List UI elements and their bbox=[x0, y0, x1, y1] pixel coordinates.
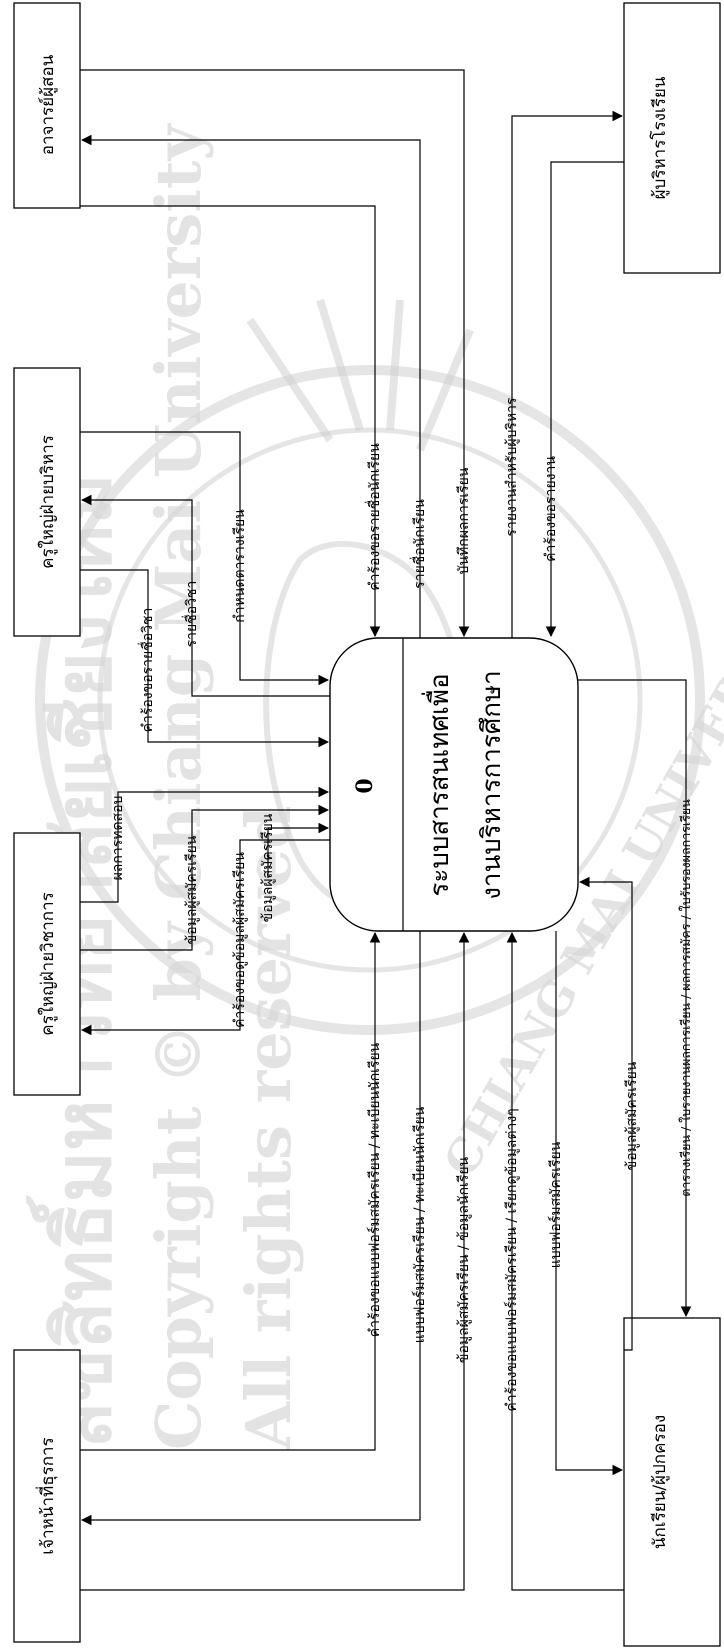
flow-advisor-request: คำร้องขอรายชื่อนักเรียน bbox=[80, 205, 383, 638]
watermark-rights: All rights reserved bbox=[232, 805, 305, 1451]
svg-text:ข้อมูลผู้สมัครเรียน / ข้อมูลนั: ข้อมูลผู้สมัครเรียน / ข้อมูลนักเรียน bbox=[456, 1156, 472, 1363]
svg-text:ข้อมูลผู้สมัครเรียน: ข้อมูลผู้สมัครเรียน bbox=[260, 813, 276, 922]
flow-tc-subjects: รายชื่อวิชา bbox=[80, 494, 330, 697]
svg-text:คำร้องขอรายงาน: คำร้องขอรายงาน bbox=[543, 456, 559, 562]
svg-text:คำร้องขอดูข้อมูลผู้สมัครเรียน: คำร้องขอดูข้อมูลผู้สมัครเรียน bbox=[232, 852, 248, 1028]
flow-te-exam: ผลการทดสอบ bbox=[80, 786, 330, 903]
process-number: 0 bbox=[352, 778, 378, 793]
process-0: 0 ระบบสารสนเทศเพื่อ งานบริหารการศึกษา bbox=[329, 637, 579, 932]
flow-staff-form: แบบฟอร์มสมัครเรียน / ทะเบียนนักเรียน bbox=[80, 931, 428, 1526]
flow-admin-report: รายงานสำหรับผู้บริหาร bbox=[504, 110, 624, 638]
entity-admin: ผู้บริหารโรงเรียน bbox=[623, 2, 721, 274]
flow-stu-request: คำร้องขอแบบฟอร์มสมัครเรียน / เรียกดูข้อม… bbox=[503, 931, 624, 1591]
flow-te-appinfo2: ข้อมูลผู้สมัครเรียน bbox=[260, 813, 330, 922]
svg-text:กำหนดตารางเรียน: กำหนดตารางเรียน bbox=[232, 509, 248, 623]
svg-text:ตารางเรียน / ใบรายงานผลการเรีย: ตารางเรียน / ใบรายงานผลการเรียน / ผลการส… bbox=[678, 799, 693, 1197]
entity-advisor-label: อาจารย์ผู้สอน bbox=[38, 54, 58, 155]
svg-text:รายงานสำหรับผู้บริหาร: รายงานสำหรับผู้บริหาร bbox=[504, 397, 520, 537]
svg-text:คำร้องขอรายชื่อนักเรียน: คำร้องขอรายชื่อนักเรียน bbox=[365, 443, 383, 591]
entity-teacher-course-label: ครูใหญ่ฝ่ายบริหาร bbox=[37, 435, 58, 569]
entity-student-label: นักเรียน/ผู้ปกครอง bbox=[650, 1415, 670, 1549]
flow-stu-form: แบบฟอร์มสมัครเรียน bbox=[547, 931, 624, 1476]
svg-text:คำร้องขอรายชื่อวิชา: คำร้องขอรายชื่อวิชา bbox=[138, 608, 156, 733]
entity-teacher-exam-label: ครูใหญ่ฝ่ายวิชาการ bbox=[37, 892, 58, 1036]
process-title-line2: งานบริหารการศึกษา bbox=[477, 670, 507, 900]
flow-advisor-grade: บันทึกผลการเรียน bbox=[80, 69, 472, 638]
flow-staff-data: ข้อมูลผู้สมัครเรียน / ข้อมูลนักเรียน bbox=[80, 931, 472, 1591]
svg-text:ข้อมูลผู้สมัครเรียน: ข้อมูลผู้สมัครเรียน bbox=[184, 835, 200, 944]
flow-stu-report: ตารางเรียน / ใบรายงานผลการเรียน / ผลการส… bbox=[578, 679, 693, 1318]
entity-teacher-exam: ครูใหญ่ฝ่ายวิชาการ bbox=[13, 832, 81, 1096]
flow-staff-request: คำร้องขอแบบฟอร์มสมัครเรียน / ทะเบียนนักเ… bbox=[80, 931, 383, 1451]
flow-te-appinfo: ข้อมูลผู้สมัครเรียน bbox=[80, 804, 330, 951]
flow-te-applicants: คำร้องขอดูข้อมูลผู้สมัครเรียน bbox=[80, 839, 330, 1036]
svg-text:แบบฟอร์มสมัครเรียน / ทะเบียนนั: แบบฟอร์มสมัครเรียน / ทะเบียนนักเรียน bbox=[411, 1106, 428, 1343]
flow-advisor-list: รายชื่อนักเรียน bbox=[80, 134, 428, 638]
svg-text:คำร้องขอแบบฟอร์มสมัครเรียน / เ: คำร้องขอแบบฟอร์มสมัครเรียน / เรียกดูข้อม… bbox=[503, 1108, 520, 1411]
entity-teacher-course: ครูใหญ่ฝ่ายบริหาร bbox=[13, 367, 81, 637]
flow-admin-request: คำร้องขอรายงาน bbox=[543, 161, 624, 638]
entity-admin-label: ผู้บริหารโรงเรียน bbox=[649, 76, 670, 199]
watermark-copyright: Copyright © by Chiang Mai University bbox=[142, 122, 215, 1450]
flow-tc-request: คำร้องขอรายชื่อวิชา bbox=[80, 569, 330, 748]
entity-student: นักเรียน/ผู้ปกครอง bbox=[623, 1317, 721, 1647]
svg-text:รายชื่อวิชา: รายชื่อวิชา bbox=[182, 581, 200, 648]
svg-text:ข้อมูลผู้สมัครเรียน: ข้อมูลผู้สมัครเรียน bbox=[624, 1061, 640, 1170]
entity-staff-label: เจ้าหน้าที่ธุรการ bbox=[35, 1437, 58, 1554]
entity-advisor: อาจารย์ผู้สอน bbox=[13, 2, 81, 209]
svg-text:บันทึกผลการเรียน: บันทึกผลการเรียน bbox=[456, 467, 472, 574]
svg-text:ผลการทดสอบ: ผลการทดสอบ bbox=[110, 796, 126, 881]
svg-text:แบบฟอร์มสมัครเรียน: แบบฟอร์มสมัครเรียน bbox=[547, 1141, 564, 1268]
entity-staff: เจ้าหน้าที่ธุรการ bbox=[13, 1349, 81, 1643]
svg-text:คำร้องขอแบบฟอร์มสมัครเรียน / ท: คำร้องขอแบบฟอร์มสมัครเรียน / ทะเบียนนักเ… bbox=[366, 1042, 383, 1337]
flow-stu-data: ข้อมูลผู้สมัครเรียน bbox=[578, 876, 640, 1351]
svg-text:รายชื่อนักเรียน: รายชื่อนักเรียน bbox=[410, 499, 428, 589]
flow-tc-schedule: กำหนดตารางเรียน bbox=[80, 431, 330, 686]
process-title-line1: ระบบสารสนเทศเพื่อ bbox=[421, 673, 455, 896]
